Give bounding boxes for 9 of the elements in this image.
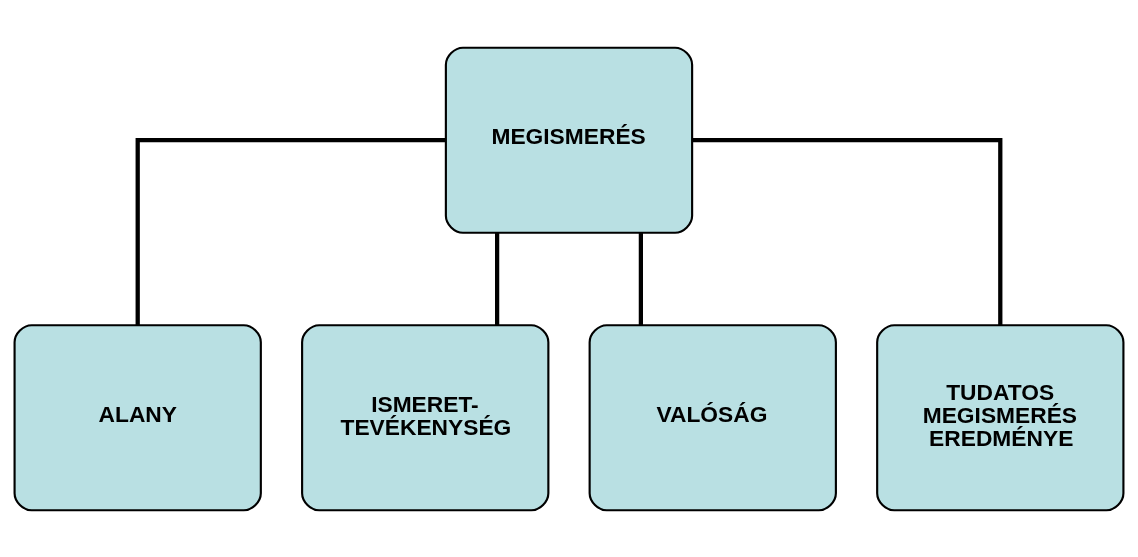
node-box: TUDATOS MEGISMERÉS EREDMÉNYE [876,323,1125,511]
node-box: ALANY [13,323,262,511]
connector [495,232,500,325]
node-box: ISMERET- TEVÉKENYSÉG [301,323,550,511]
connector [692,137,1003,325]
node-box: MEGISMERÉS [444,46,694,234]
connector [135,137,446,325]
node-box: VALÓSÁG [588,323,837,511]
connector [638,232,643,325]
